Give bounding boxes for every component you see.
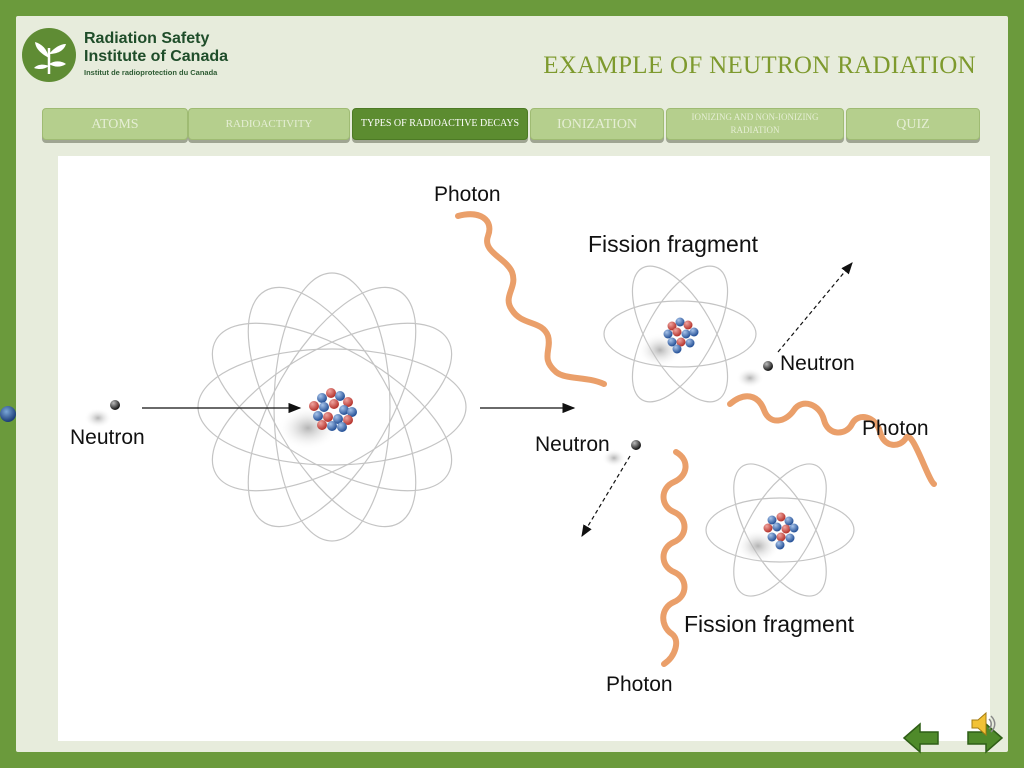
logo-french-name: Institut de radioprotection du Canada: [84, 68, 218, 77]
photon-wave-top: [455, 211, 607, 387]
side-bullet-icon: [0, 406, 16, 422]
fission-fragment-atom-bottom: [705, 463, 855, 597]
neutron-right-path: [777, 262, 853, 353]
tab-ionization[interactable]: IONIZATION: [530, 108, 664, 140]
photon-wave-bottom: [660, 449, 689, 667]
label-neutron-mid: Neutron: [535, 433, 610, 456]
label-fission-fragment-bottom: Fission fragment: [684, 611, 855, 637]
logo-name: Radiation Safety: [84, 30, 210, 47]
logo: Radiation Safety Institute of Canada Ins…: [20, 26, 240, 86]
nucleus: [309, 388, 357, 432]
label-photon-right: Photon: [862, 417, 929, 440]
nav-bar: ATOMS RADIOACTIVITY TYPES OF RADIOACTIVE…: [42, 108, 982, 146]
emitted-neutron-right: [763, 361, 773, 371]
label-fission-fragment-top: Fission fragment: [588, 231, 759, 257]
page-title: EXAMPLE OF NEUTRON RADIATION: [543, 52, 976, 79]
tab-radioactivity[interactable]: RADIOACTIVITY: [188, 108, 350, 140]
tab-atoms[interactable]: ATOMS: [42, 108, 188, 140]
logo-name-2: Institute of Canada: [84, 48, 229, 65]
leaf-tree-icon: [22, 28, 76, 82]
photon-wave-right: [727, 393, 937, 487]
arrow-left-icon[interactable]: [902, 722, 942, 754]
label-neutron-incoming: Neutron: [70, 426, 145, 449]
incoming-neutron: [110, 400, 120, 410]
uranium-atom: [197, 272, 467, 542]
tab-types-of-radioactive-decays[interactable]: TYPES OF RADIOACTIVE DECAYS: [352, 108, 528, 140]
label-neutron-right: Neutron: [780, 352, 855, 375]
emitted-neutron-mid: [631, 440, 641, 450]
diagram-panel: [58, 156, 990, 741]
speaker-icon[interactable]: [966, 708, 998, 740]
tab-quiz[interactable]: QUIZ: [846, 108, 980, 140]
fission-fragment-atom-top: [603, 265, 757, 403]
label-photon-top: Photon: [434, 183, 501, 206]
neutron-mid-path: [581, 455, 631, 538]
tab-ionizing-and-non-ionizing-radiation[interactable]: IONIZING AND NON-IONIZING RADIATION: [666, 108, 844, 140]
label-photon-bottom: Photon: [606, 673, 673, 696]
